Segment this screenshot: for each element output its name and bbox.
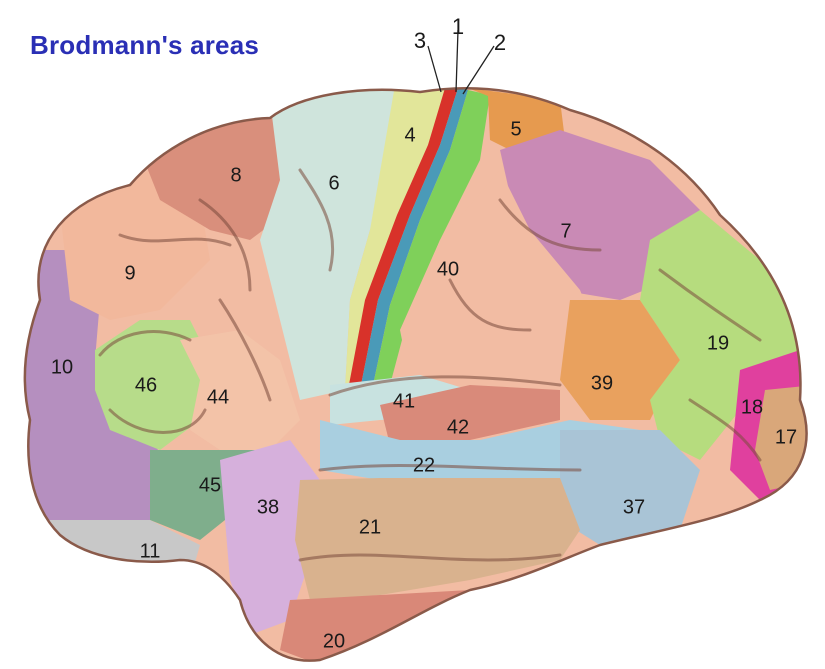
region-21	[295, 478, 580, 600]
area-label-7: 7	[560, 220, 571, 242]
leader-line-2	[463, 46, 494, 94]
area-label-21: 21	[359, 516, 381, 538]
area-label-39: 39	[591, 372, 613, 394]
area-label-45: 45	[199, 474, 221, 496]
area-label-42: 42	[447, 416, 469, 438]
area-label-10: 10	[51, 356, 73, 378]
area-label-1: 1	[452, 14, 464, 39]
area-label-2: 2	[494, 30, 506, 55]
area-label-3: 3	[414, 28, 426, 53]
area-label-20: 20	[323, 630, 345, 652]
leader-line-1	[456, 30, 458, 92]
area-label-41: 41	[393, 390, 415, 412]
area-label-9: 9	[124, 262, 135, 284]
area-label-44: 44	[207, 386, 229, 408]
area-label-6: 6	[328, 172, 339, 194]
area-label-18: 18	[741, 396, 763, 418]
area-label-46: 46	[135, 374, 157, 396]
area-label-8: 8	[230, 164, 241, 186]
leader-line-3	[428, 46, 441, 92]
region-20	[280, 590, 520, 665]
area-label-4: 4	[404, 124, 415, 146]
area-label-19: 19	[707, 332, 729, 354]
area-label-40: 40	[437, 258, 459, 280]
area-label-5: 5	[510, 118, 521, 140]
area-label-37: 37	[623, 496, 645, 518]
area-label-17: 17	[775, 426, 797, 448]
area-label-11: 11	[140, 540, 161, 562]
area-label-22: 22	[413, 454, 435, 476]
leader-lines	[428, 30, 494, 94]
area-label-38: 38	[257, 496, 279, 518]
